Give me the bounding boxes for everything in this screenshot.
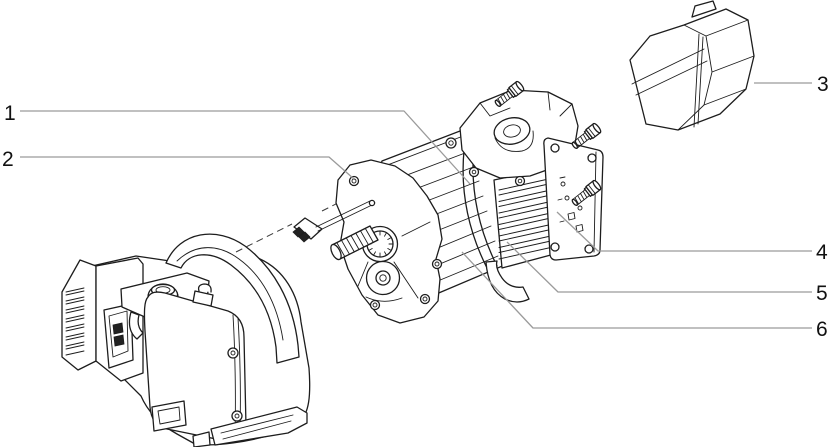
plate-screw-tr — [587, 153, 597, 163]
callout-2: 2 — [2, 148, 355, 180]
motor-assembly — [330, 89, 604, 324]
top-boss-cylinder — [493, 117, 531, 145]
leader-line-2 — [20, 156, 355, 180]
housing-hole-right-i — [434, 261, 440, 267]
box-bolt-right-pin — [517, 178, 523, 184]
switch-inner — [108, 310, 129, 358]
terminal-box-steps — [479, 91, 573, 117]
housing-hole-right — [431, 258, 443, 270]
terminal-dot-1 — [560, 181, 566, 187]
housing-hole-br-i — [422, 296, 428, 302]
terminal-dot-3 — [577, 205, 583, 211]
rear-plate-seam — [593, 151, 597, 253]
cable-assembly — [292, 199, 376, 243]
plate-screw-br — [584, 244, 594, 254]
panel-bottom-opening-inner — [157, 406, 181, 425]
housing-hole-br — [419, 293, 431, 305]
leader-line-1 — [20, 110, 471, 185]
panel-latch-upper — [227, 347, 239, 359]
housing-webs — [357, 221, 431, 302]
leader-line-4 — [556, 211, 812, 252]
callout-label-3: 3 — [817, 73, 829, 96]
vent-slots — [65, 287, 85, 356]
shaft-end — [330, 243, 342, 261]
lower-boss-mid — [375, 270, 391, 286]
pump-enclosure — [61, 233, 311, 447]
callout-4: 4 — [556, 211, 828, 264]
callout-6: 6 — [461, 251, 828, 341]
wire-terminal — [368, 199, 376, 207]
panel-bottom-opening — [151, 400, 187, 432]
plate-screw-bl — [550, 242, 560, 252]
callout-3: 3 — [754, 73, 829, 96]
motor-foot — [485, 260, 530, 303]
shaft-splines — [336, 227, 374, 258]
callout-1: 1 — [4, 102, 471, 185]
base-foot — [192, 431, 211, 447]
handle-seam — [176, 247, 284, 341]
box-bolt-left — [468, 166, 480, 178]
cover-facet-edges — [677, 19, 755, 131]
leader-line-5 — [506, 241, 812, 293]
panel-top-clip — [192, 283, 214, 307]
plate-screw-tl — [550, 143, 560, 153]
cable-wire — [315, 200, 373, 232]
power-switch-rocker — [112, 322, 125, 347]
callout-label-2: 2 — [2, 148, 14, 171]
housing-hole-ear-top — [348, 175, 360, 187]
callout-label-4: 4 — [816, 241, 828, 264]
base-slots — [220, 414, 294, 440]
callout-label-5: 5 — [816, 282, 828, 305]
heatsink-fins — [498, 177, 554, 260]
housing-hole-bottom-i — [372, 302, 378, 308]
callouts: 1 2 3 4 5 6 — [2, 73, 829, 341]
cover-face-seams — [631, 33, 708, 128]
housing-hole-bottom — [369, 299, 381, 311]
lower-boss-hole — [379, 274, 387, 282]
connector-pins — [292, 226, 311, 243]
vent-face — [61, 259, 97, 371]
callout-5: 5 — [506, 241, 828, 305]
box-bolt-left-pin — [471, 169, 477, 175]
cover-top-tab — [691, 0, 717, 18]
assembly-axis-dashed-line — [235, 106, 495, 253]
latch-hook — [128, 311, 144, 340]
top-boss-base — [494, 130, 534, 152]
leader-line-6 — [461, 251, 812, 329]
panel-latch-lower-pin — [234, 413, 240, 419]
cover-silhouette — [629, 8, 755, 131]
callout-label-1: 1 — [4, 102, 16, 125]
panel-latch-upper-pin — [230, 350, 236, 356]
panel-latch-lower — [231, 410, 243, 422]
carry-handle — [165, 233, 300, 364]
band-bolt — [445, 137, 457, 149]
top-boss-hole — [503, 124, 521, 138]
band-bolt-center — [448, 140, 454, 146]
motor-cover — [629, 0, 755, 131]
callout-label-6: 6 — [816, 318, 828, 341]
box-bolt-right — [514, 175, 526, 187]
terminal-dot-2 — [564, 195, 570, 201]
